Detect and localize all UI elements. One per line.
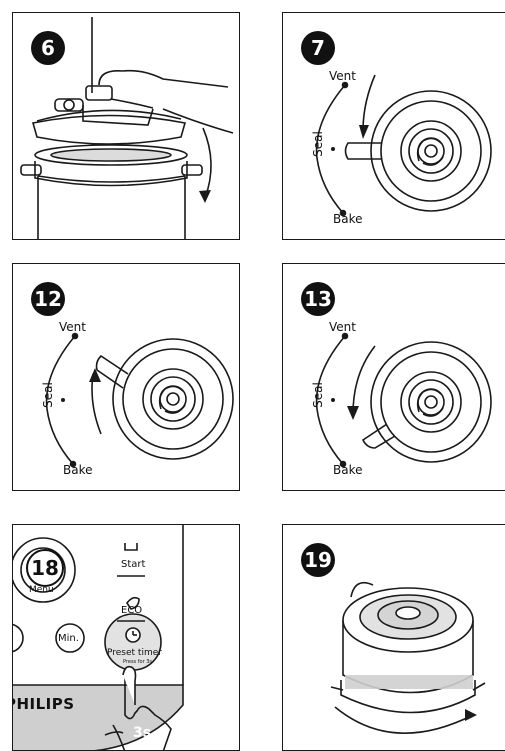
step-19-panel: 19 <box>282 524 505 751</box>
menu-button-label[interactable]: Menu <box>29 585 54 595</box>
pressure-dial-illustration <box>315 74 492 217</box>
control-panel-illustration <box>13 525 184 750</box>
step-18-panel: 18 Menu Start ECO Min. Preset timer Pres… <box>12 524 240 751</box>
pressure-dial-illustration <box>315 332 492 468</box>
dial-vent-label: Vent <box>329 69 356 83</box>
eco-button-label[interactable]: ECO <box>121 605 143 616</box>
dial-bake-label: Bake <box>63 463 93 477</box>
preset-timer-button-label[interactable]: Preset timer <box>107 648 162 658</box>
step-7-panel: 7 Vent Seal Bake <box>282 12 505 240</box>
start-button-label[interactable]: Start <box>121 559 146 570</box>
dial-seal-label: Seal <box>40 382 55 408</box>
dial-bake-label: Bake <box>333 463 363 477</box>
step-number-badge: 19 <box>301 543 335 577</box>
dial-seal-label: Seal <box>310 382 325 408</box>
step-number-badge: 12 <box>31 282 65 316</box>
lock-hint-text: Press for 3s <box>123 659 152 665</box>
min-button-label[interactable]: Min. <box>58 633 79 644</box>
dial-vent-label: Vent <box>59 320 86 334</box>
lid-twist-illustration <box>330 581 486 734</box>
step-number-badge: 7 <box>301 31 335 65</box>
pressure-dial-illustration <box>45 332 234 468</box>
step-12-panel: 12 Vent Seal Bake <box>12 263 240 491</box>
step-6-panel: 6 <box>12 12 240 240</box>
hold-duration-label: 3s <box>133 725 152 741</box>
dial-vent-label: Vent <box>329 320 356 334</box>
lid-closing-illustration <box>20 17 234 239</box>
step-13-panel: 13 Vent Seal Bake <box>282 263 505 491</box>
dial-bake-label: Bake <box>333 212 363 226</box>
step-number-badge: 18 <box>26 549 64 587</box>
step-number-badge: 6 <box>31 31 65 65</box>
dial-seal-label: Seal <box>310 131 325 157</box>
step-number-badge: 13 <box>301 282 335 316</box>
brand-logo-text: PHILIPS <box>13 695 75 713</box>
